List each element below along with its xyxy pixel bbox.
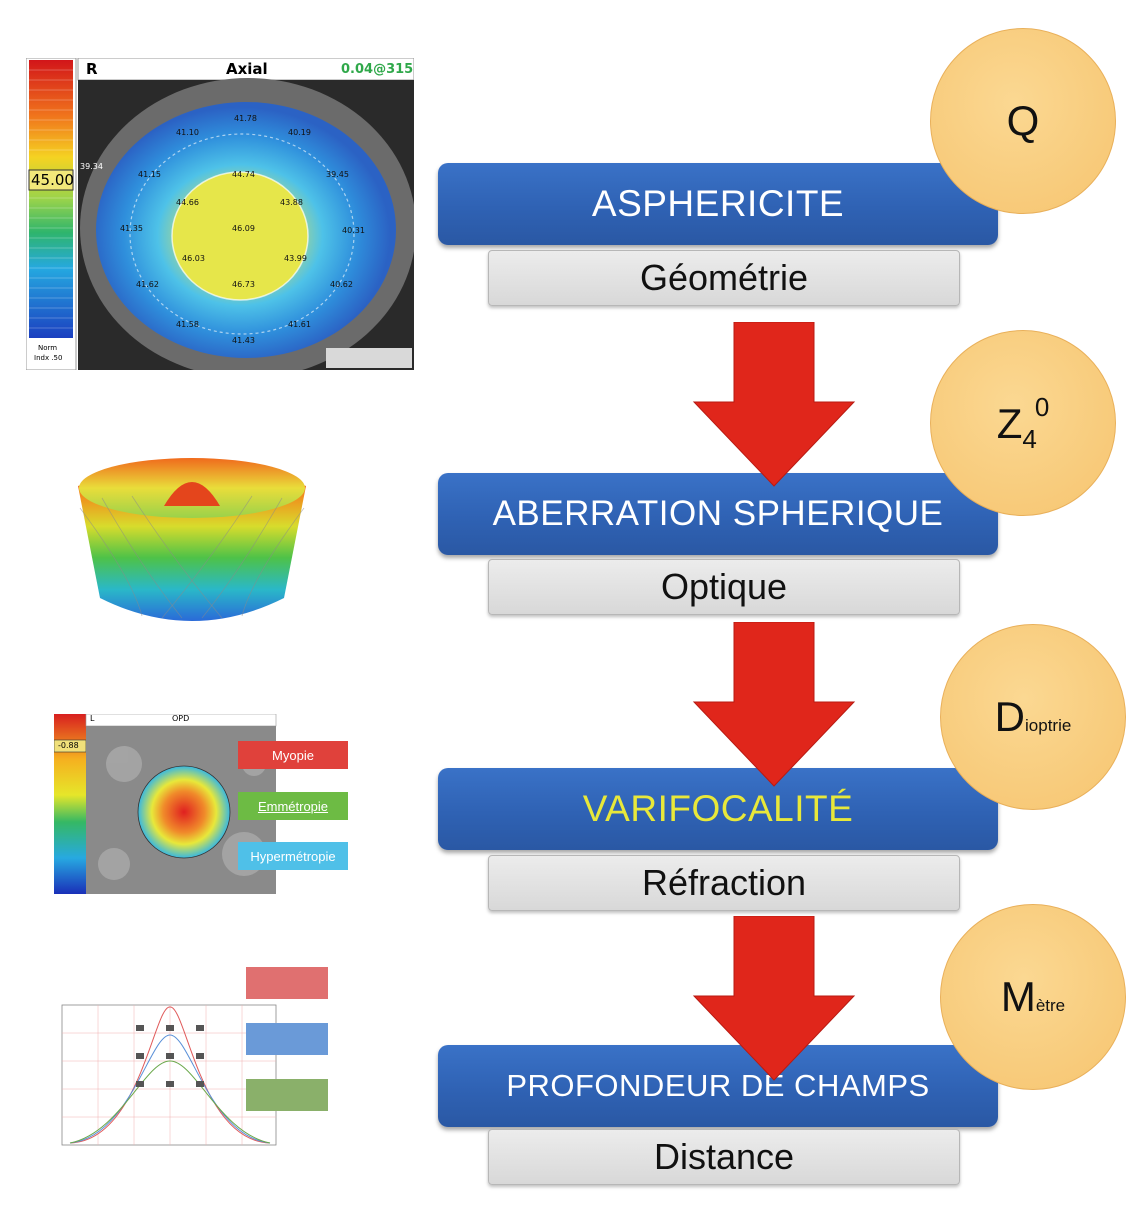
topography-value: 41.43 xyxy=(232,336,255,345)
topography-reading: 0.04@315 xyxy=(341,62,414,77)
down-arrow-icon xyxy=(692,916,856,1081)
topography-value: 40.31 xyxy=(342,226,365,235)
topography-value: 46.73 xyxy=(232,280,255,289)
step-label-text: Distance xyxy=(653,1136,795,1177)
symbol-text: Mètre xyxy=(1001,973,1065,1021)
step-label-refraction: Réfraction xyxy=(488,855,960,911)
topography-value: 40.62 xyxy=(330,280,353,289)
opd-scale-value: -0.88 xyxy=(58,741,79,750)
legend-hypermetropie: Hypermétropie xyxy=(238,842,348,870)
topography-value: 41.10 xyxy=(176,128,199,137)
down-arrow-icon xyxy=(692,322,856,487)
legend-emmetropie: Emmétropie xyxy=(238,792,348,820)
step-label-optique: Optique xyxy=(488,559,960,615)
step-label-text: Optique xyxy=(660,566,788,607)
symbol-circle-metre: Mètre xyxy=(940,904,1126,1090)
legend-myopie: Myopie xyxy=(238,741,348,769)
symbol-big-letter: M xyxy=(1000,973,1036,1020)
step-title-text: ABERRATION SPHERIQUE xyxy=(492,494,944,533)
symbol-circle-q: Q xyxy=(930,28,1116,214)
topography-value: 43.88 xyxy=(280,198,303,207)
topography-scale-value: 45.00 xyxy=(31,171,74,189)
topography-value: 41.62 xyxy=(136,280,159,289)
topography-value: 39.34 xyxy=(80,162,103,171)
legend-emmetropie-label: Emmétropie xyxy=(257,798,329,814)
topography-value: 41.61 xyxy=(288,320,311,329)
step-title-text: ASPHERICITE xyxy=(591,183,845,224)
topography-value: 39.45 xyxy=(326,170,349,179)
symbol-superscript: 0 xyxy=(1034,391,1050,422)
step-title-asphericite: ASPHERICITE xyxy=(438,163,998,245)
topography-value: 40.19 xyxy=(288,128,311,137)
symbol-small-text: ioptrie xyxy=(1025,716,1072,735)
topography-value: 43.99 xyxy=(284,254,307,263)
topography-value: 46.09 xyxy=(232,224,255,233)
step-title-text: VARIFOCALITÉ xyxy=(582,788,854,829)
symbol-subscript: 4 xyxy=(1022,423,1037,454)
step-label-distance: Distance xyxy=(488,1129,960,1185)
topography-value: 41.15 xyxy=(138,170,161,179)
step-title-profondeur-de-champs: PROFONDEUR DE CHAMPS xyxy=(438,1045,998,1127)
topography-eye-label: R xyxy=(86,60,98,78)
opd-map-type: OPD xyxy=(172,714,190,723)
step-label-text: Géométrie xyxy=(639,257,809,298)
legend-hypermetropie-label: Hypermétropie xyxy=(250,848,336,864)
step-title-varifocalite: VARIFOCALITÉ xyxy=(438,768,998,850)
topography-scale-footer-2: Indx .50 xyxy=(34,354,63,362)
down-arrow-icon xyxy=(692,622,856,787)
topography-value: 41.58 xyxy=(176,320,199,329)
symbol-small-text: ètre xyxy=(1035,996,1066,1015)
step-label-geometrie: Géométrie xyxy=(488,250,960,306)
symbol-base: Z xyxy=(996,399,1023,447)
topography-value: 44.66 xyxy=(176,198,199,207)
spherical-aberration-3d-surface xyxy=(72,448,312,628)
step-title-aberration-spherique: ABERRATION SPHERIQUE xyxy=(438,473,998,555)
symbol-big-letter: D xyxy=(994,693,1026,740)
topography-scale-footer-1: Norm xyxy=(38,344,58,352)
symbol-circle-zernike: Z40 xyxy=(930,330,1116,516)
topography-value: 46.03 xyxy=(182,254,205,263)
corneal-topography-map: R Axial 0.04@315 45.00 Norm Indx .50 41.… xyxy=(25,57,416,378)
topography-value: 41.35 xyxy=(120,224,143,233)
step-label-text: Réfraction xyxy=(641,862,807,903)
topography-value: 44.74 xyxy=(232,170,255,179)
depth-of-field-graph xyxy=(50,965,340,1177)
legend-myopie-label: Myopie xyxy=(272,747,314,763)
opd-eye-label: L xyxy=(90,714,95,723)
symbol-text: Q xyxy=(1006,97,1040,144)
symbol-circle-dioptrie: Dioptrie xyxy=(940,624,1126,810)
step-title-text: PROFONDEUR DE CHAMPS xyxy=(506,1068,930,1103)
topography-map-type: Axial xyxy=(226,60,268,78)
symbol-text: Z40 xyxy=(997,392,1050,455)
topography-value: 41.78 xyxy=(234,114,257,123)
symbol-text: Dioptrie xyxy=(995,693,1072,741)
